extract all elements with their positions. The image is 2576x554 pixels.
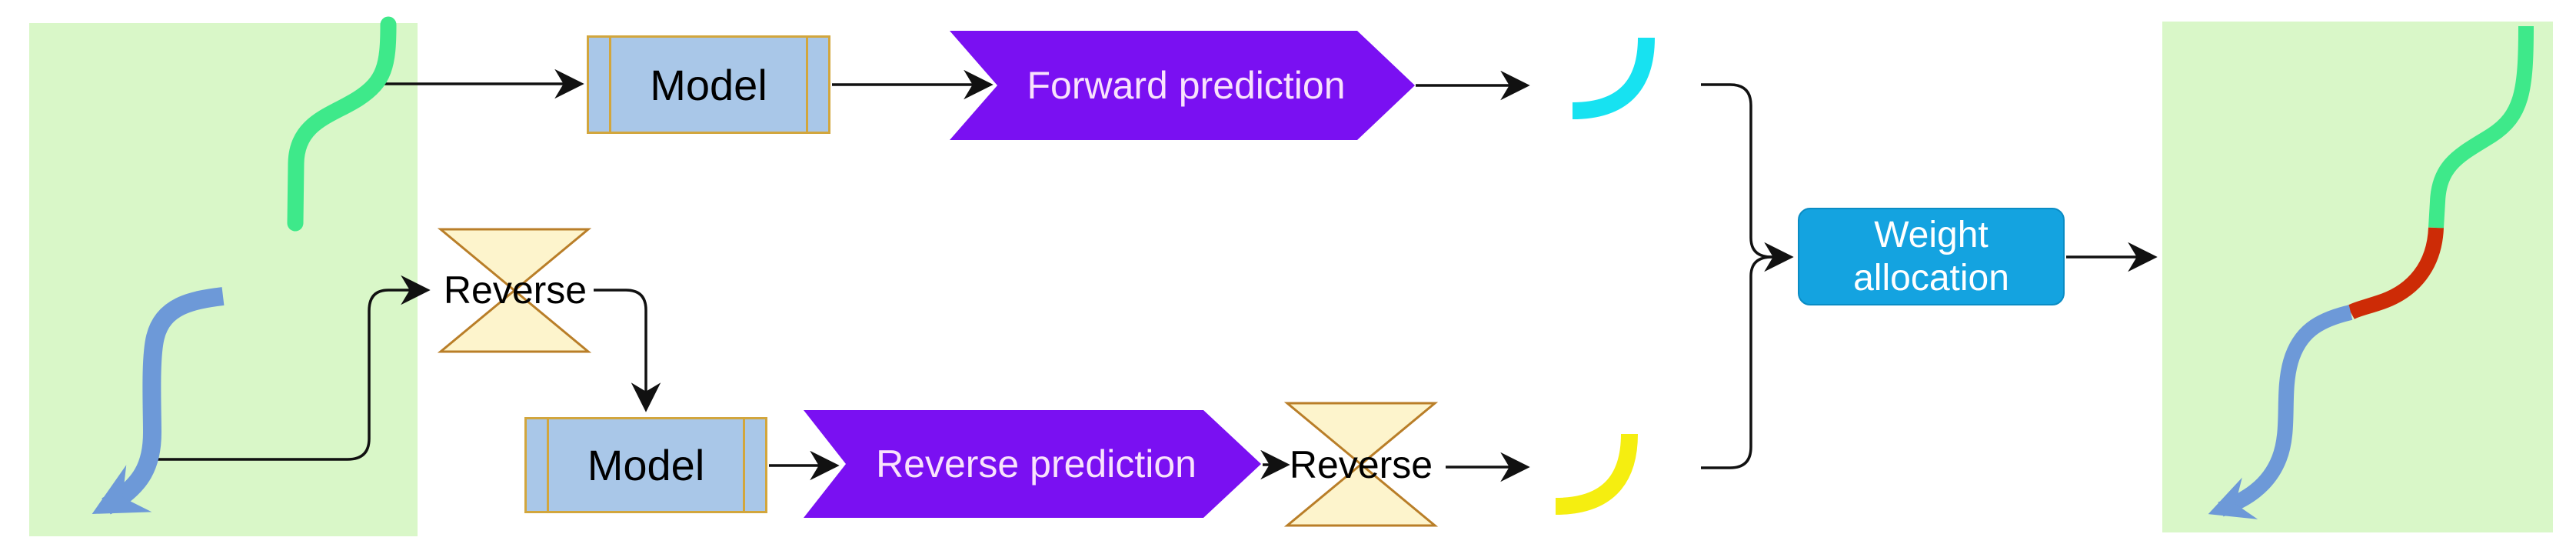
forward-prediction-label: Forward prediction — [1027, 64, 1346, 107]
reverse-prediction-label: Reverse prediction — [876, 442, 1196, 486]
model-box-top: Model — [587, 35, 830, 134]
reverse-bottom-label: Reverse — [1289, 443, 1433, 486]
model-box-top-label: Model — [650, 60, 767, 109]
bracket-bottom-to-weight — [1701, 255, 1772, 469]
forward-prediction-chevron: Forward prediction — [950, 31, 1415, 140]
weight-allocation-label-line2: allocation — [1853, 257, 2009, 299]
reverse-top-label: Reverse — [443, 269, 587, 312]
reverse-prediction-chevron: Reverse prediction — [804, 410, 1261, 518]
model-box-bottom: Model — [524, 417, 767, 513]
input-series-panel — [29, 23, 418, 536]
weight-allocation-box: Weight allocation — [1798, 208, 2065, 305]
model-box-bottom-label: Model — [587, 441, 705, 489]
reverse-output-yellow-arc — [1555, 433, 1638, 515]
bracket-top-to-weight — [1701, 83, 1794, 272]
forward-output-cyan-arc — [1572, 37, 1655, 119]
output-series-panel — [2162, 22, 2553, 532]
weight-allocation-label-line1: Weight — [1874, 215, 1989, 256]
